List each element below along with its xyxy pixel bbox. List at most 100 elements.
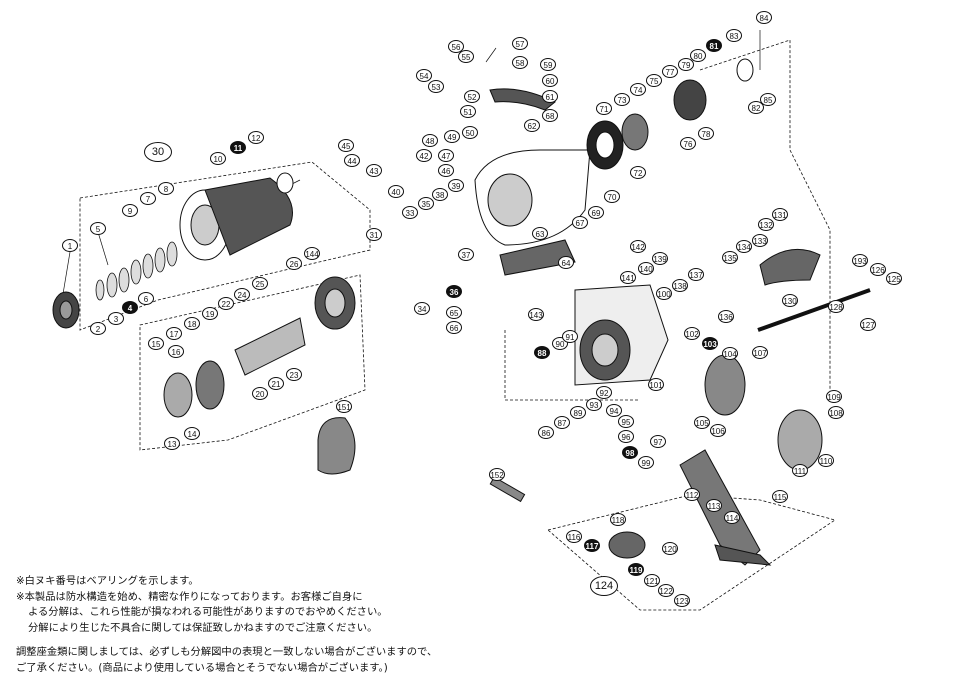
callout-47: 47: [438, 148, 454, 162]
callout-19: 19: [202, 306, 218, 320]
callout-111: 111: [792, 463, 808, 477]
callout-121: 121: [644, 573, 660, 587]
callout-20: 20: [252, 386, 268, 400]
callout-79: 79: [678, 57, 694, 71]
rotor-assembly: [163, 276, 356, 418]
callout-73: 73: [614, 92, 630, 106]
callout-68: 68: [542, 108, 558, 122]
callout-4: 4: [122, 300, 138, 314]
callout-96: 96: [618, 429, 634, 443]
callout-52: 52: [464, 89, 480, 103]
callout-37: 37: [458, 247, 474, 261]
callout-151: 151: [336, 399, 352, 413]
callout-2: 2: [90, 321, 106, 335]
group-callout-124: 124: [590, 576, 618, 596]
callout-136: 136: [718, 309, 734, 323]
callout-12: 12: [248, 130, 264, 144]
callout-97: 97: [650, 434, 666, 448]
callout-122: 122: [658, 583, 674, 597]
callout-115: 115: [772, 489, 788, 503]
callout-36: 36: [446, 284, 462, 298]
callout-48: 48: [422, 133, 438, 147]
note-bearing: ※白ヌキ番号はベアリングを示します。: [16, 575, 199, 587]
rotor-group-frame: [139, 274, 366, 451]
callout-104: 104: [722, 346, 738, 360]
callout-107: 107: [752, 345, 768, 359]
spool-group-frame: [79, 161, 371, 331]
callout-10: 10: [210, 151, 226, 165]
callout-40: 40: [388, 184, 404, 198]
callout-98: 98: [622, 445, 638, 459]
callout-6: 6: [138, 291, 154, 305]
spool-cover: [317, 417, 356, 475]
callout-133: 133: [752, 233, 768, 247]
callout-120: 120: [662, 541, 678, 555]
callout-15: 15: [148, 336, 164, 350]
callout-114: 114: [724, 510, 740, 524]
callout-142: 142: [630, 239, 646, 253]
note-warranty: 分解により生じた不具合に関しては保証致しかねますのでご注意ください。: [28, 621, 378, 634]
callout-21: 21: [268, 376, 284, 390]
reel-body: [474, 58, 754, 276]
callout-119: 119: [628, 562, 644, 576]
callout-130: 130: [782, 293, 798, 307]
callout-139: 139: [652, 251, 668, 265]
callout-39: 39: [448, 178, 464, 192]
callout-141: 141: [620, 270, 636, 284]
assembly-notes: ※白ヌキ番号はベアリングを示します。 ※本製品は防水構造を始め、精密な作りになっ…: [16, 574, 556, 677]
callout-93: 93: [586, 397, 602, 411]
callout-3: 3: [108, 311, 124, 325]
callout-18: 18: [184, 316, 200, 330]
callout-143: 143: [528, 307, 544, 321]
callout-14: 14: [184, 426, 200, 440]
callout-138: 138: [672, 278, 688, 292]
callout-72: 72: [630, 165, 646, 179]
callout-82: 82: [748, 100, 764, 114]
callout-83: 83: [726, 28, 742, 42]
callout-16: 16: [168, 344, 184, 358]
callout-85: 85: [760, 92, 776, 106]
callout-65: 65: [446, 305, 462, 319]
callout-109: 109: [826, 389, 842, 403]
callout-88: 88: [534, 345, 550, 359]
callout-135: 135: [722, 250, 738, 264]
callout-67: 67: [572, 215, 588, 229]
callout-1: 1: [62, 238, 78, 252]
callout-126: 126: [870, 262, 886, 276]
callout-5: 5: [90, 221, 106, 235]
callout-74: 74: [630, 82, 646, 96]
callout-92: 92: [596, 385, 612, 399]
callout-78: 78: [698, 126, 714, 140]
callout-53: 53: [428, 79, 444, 93]
callout-26: 26: [286, 256, 302, 270]
callout-84: 84: [756, 10, 772, 24]
callout-70: 70: [604, 189, 620, 203]
gearbox: [574, 248, 871, 471]
callout-50: 50: [462, 125, 478, 139]
callout-86: 86: [538, 425, 554, 439]
callout-44: 44: [344, 153, 360, 167]
note-disassembly-risk: よる分解は、これら性能が損なわれる可能性がありますのでおやめください。: [28, 606, 388, 619]
handle-group-frame: [547, 494, 836, 611]
callout-38: 38: [432, 187, 448, 201]
callout-91: 91: [562, 329, 578, 343]
callout-62: 62: [524, 118, 540, 132]
callout-49: 49: [444, 129, 460, 143]
callout-127: 127: [860, 317, 876, 331]
callout-17: 17: [166, 326, 182, 340]
callout-71: 71: [596, 101, 612, 115]
callout-34: 34: [414, 301, 430, 315]
callout-137: 137: [688, 267, 704, 281]
callout-11: 11: [230, 140, 246, 154]
callout-56: 56: [448, 39, 464, 53]
callout-13: 13: [164, 436, 180, 450]
callout-55: 55: [458, 49, 474, 63]
callout-58: 58: [512, 55, 528, 69]
callout-95: 95: [618, 414, 634, 428]
callout-61: 61: [542, 89, 558, 103]
callout-144: 144: [304, 246, 320, 260]
callout-110: 110: [818, 453, 834, 467]
callout-102: 102: [684, 326, 700, 340]
callout-43: 43: [366, 163, 382, 177]
callout-64: 64: [558, 255, 574, 269]
